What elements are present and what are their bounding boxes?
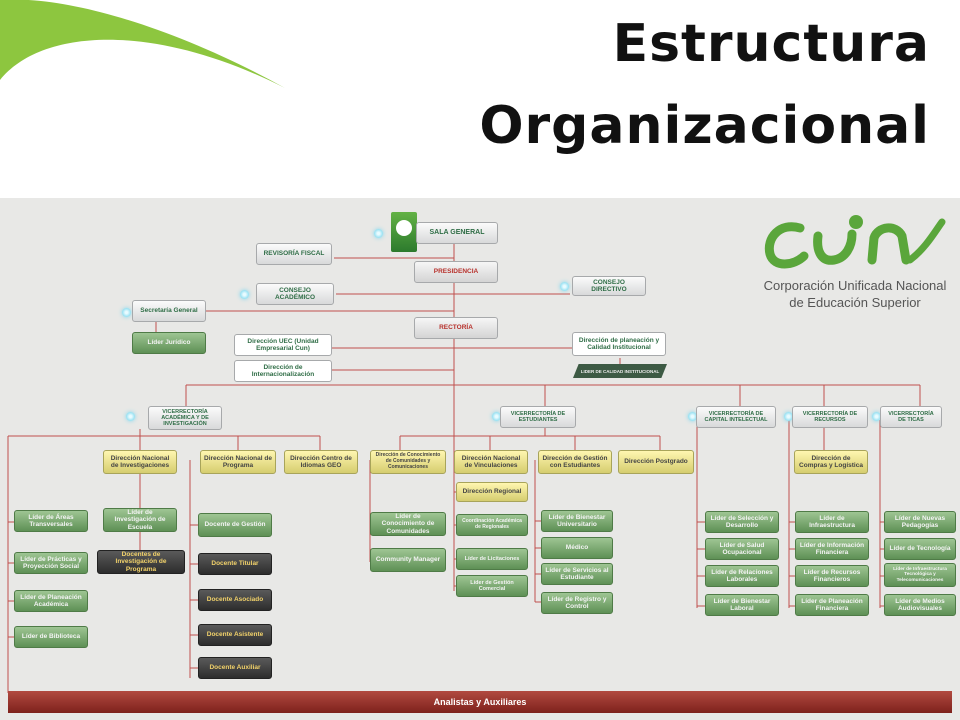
node-medico[interactable]: Médico	[541, 537, 613, 559]
node-lider-salud[interactable]: Líder de Salud Ocupacional	[705, 538, 779, 560]
connector-dot-icon	[784, 412, 793, 421]
connector-dot-icon	[872, 412, 881, 421]
sala-general-emblem-icon	[391, 212, 417, 252]
node-docente-asistente[interactable]: Docente Asistente	[198, 624, 272, 646]
node-direccion-regional[interactable]: Dirección Regional	[456, 482, 528, 502]
node-lider-licitaciones[interactable]: Líder de Licitaciones	[456, 548, 528, 570]
node-docente-asociado[interactable]: Docente Asociado	[198, 589, 272, 611]
node-lider-tecnologia[interactable]: Líder de Tecnología	[884, 538, 956, 560]
node-vicerrectoria-ticas[interactable]: VICERRECTORÍA DE TICAS	[880, 406, 942, 428]
node-lider-seleccion[interactable]: Líder de Selección y Desarrollo	[705, 511, 779, 533]
node-lider-medios[interactable]: Líder de Medios Audiovisuales	[884, 594, 956, 616]
node-coordinacion-regionales[interactable]: Coordinación Académica de Regionales	[456, 514, 528, 536]
cun-logo: Corporación Unificada Nacional de Educac…	[760, 208, 950, 318]
node-direccion-uec[interactable]: Dirección UEC (Unidad Empresarial Cun)	[234, 334, 332, 356]
node-vicerrectoria-capital[interactable]: VICERRECTORÍA DE CAPITAL INTELECTUAL	[696, 406, 776, 428]
connector-dot-icon	[374, 229, 383, 238]
connector-dot-icon	[560, 282, 569, 291]
node-dir-investigaciones[interactable]: Dirección Nacional de Investigaciones	[103, 450, 177, 474]
node-vicerrectoria-recursos[interactable]: VICERRECTORÍA DE RECURSOS	[792, 406, 868, 428]
node-dir-compras[interactable]: Dirección de Compras y Logística	[794, 450, 868, 474]
node-lider-areas[interactable]: Líder de Áreas Transversales	[14, 510, 88, 532]
node-analistas-auxiliares[interactable]: Analistas y Auxiliares	[8, 691, 952, 713]
node-lider-pedagogias[interactable]: Líder de Nuevas Pedagogías	[884, 511, 956, 533]
node-lider-informacion-financiera[interactable]: Líder de Información Financiera	[795, 538, 869, 560]
connector-dot-icon	[240, 290, 249, 299]
cun-logo-mark-icon	[764, 215, 946, 269]
node-docente-titular[interactable]: Docente Titular	[198, 553, 272, 575]
connector-dot-icon	[126, 412, 135, 421]
node-dir-idiomas[interactable]: Dirección Centro de Idiomas GEO	[284, 450, 358, 474]
swoosh-graphic	[0, 0, 285, 88]
node-lider-bienestar-laboral[interactable]: Líder de Bienestar Laboral	[705, 594, 779, 616]
node-dir-vinculaciones[interactable]: Dirección Nacional de Vinculaciones	[454, 450, 528, 474]
node-lider-calidad[interactable]: LIDER DE CALIDAD INSTITUCIONAL	[573, 364, 667, 378]
node-lider-infraestructura-tecnologica[interactable]: Líder de Infraestructura Tecnológica y T…	[884, 563, 956, 587]
node-consejo-academico[interactable]: CONSEJO ACADÉMICO	[256, 283, 334, 305]
node-direccion-internacionalizacion[interactable]: Dirección de Internacionalización	[234, 360, 332, 382]
node-dir-programa[interactable]: Dirección Nacional de Programa	[200, 450, 276, 474]
node-lider-practicas[interactable]: Líder de Prácticas y Proyección Social	[14, 552, 88, 574]
node-direccion-planeacion[interactable]: Dirección de planeación y Calidad Instit…	[572, 332, 666, 356]
title-line-2: Organizacional	[479, 96, 930, 156]
node-rectoria[interactable]: RECTORÍA	[414, 317, 498, 339]
node-lider-investigacion-escuela[interactable]: Líder de Investigación de Escuela	[103, 508, 177, 532]
node-lider-gestion-comercial[interactable]: Líder de Gestión Comercial	[456, 575, 528, 597]
node-consejo-directivo[interactable]: CONSEJO DIRECTIVO	[572, 276, 646, 296]
connector-dot-icon	[492, 412, 501, 421]
node-dir-gestion-estudiantes[interactable]: Dirección de Gestión con Estudiantes	[538, 450, 612, 474]
node-lider-juridico[interactable]: Líder Jurídico	[132, 332, 206, 354]
node-sala-general[interactable]: SALA GENERAL	[416, 222, 498, 244]
node-lider-relaciones[interactable]: Líder de Relaciones Laborales	[705, 565, 779, 587]
node-lider-servicios-estudiante[interactable]: Líder de Servicios al Estudiante	[541, 563, 613, 585]
node-dir-postgrado[interactable]: Dirección Postgrado	[618, 450, 694, 474]
node-community-manager[interactable]: Community Manager	[370, 548, 446, 572]
node-dir-comunidades[interactable]: Dirección de Conocimiento de Comunidades…	[370, 450, 446, 474]
node-vicerrectoria-academica[interactable]: VICERRECTORÍA ACADÉMICA Y DE INVESTIGACI…	[148, 406, 222, 430]
node-lider-biblioteca[interactable]: Líder de Biblioteca	[14, 626, 88, 648]
logo-line-2: de Educación Superior	[789, 295, 921, 310]
node-lider-bienestar-universitario[interactable]: Líder de Bienestar Universitario	[541, 510, 613, 532]
node-lider-planeacion-academica[interactable]: Líder de Planeación Académica	[14, 590, 88, 612]
node-lider-conocimiento-comunidades[interactable]: Líder de Conocimiento de Comunidades	[370, 512, 446, 536]
connector-dot-icon	[122, 308, 131, 317]
node-presidencia[interactable]: PRESIDENCIA	[414, 261, 498, 283]
node-secretaria-general[interactable]: Secretaría General	[132, 300, 206, 322]
node-docentes-investigacion[interactable]: Docentes de Investigación de Programa	[97, 550, 185, 574]
node-lider-recursos-financieros[interactable]: Líder de Recursos Financieros	[795, 565, 869, 587]
connector-lines	[7, 244, 921, 693]
connector-dot-icon	[688, 412, 697, 421]
node-vicerrectoria-estudiantes[interactable]: VICERRECTORÍA DE ESTUDIANTES	[500, 406, 576, 428]
node-revisoria-fiscal[interactable]: REVISORÍA FISCAL	[256, 243, 332, 265]
title-line-1: Estructura	[612, 14, 930, 74]
node-lider-planeacion-financiera[interactable]: Líder de Planeación Financiera	[795, 594, 869, 616]
node-docente-auxiliar[interactable]: Docente Auxiliar	[198, 657, 272, 679]
org-chart: SALA GENERAL REVISORÍA FISCAL PRESIDENCI…	[0, 198, 960, 720]
logo-line-1: Corporación Unificada Nacional	[763, 278, 947, 293]
node-lider-infraestructura[interactable]: Líder de Infraestructura	[795, 511, 869, 533]
node-lider-registro[interactable]: Líder de Registro y Control	[541, 592, 613, 614]
node-docente-gestion[interactable]: Docente de Gestión	[198, 513, 272, 537]
